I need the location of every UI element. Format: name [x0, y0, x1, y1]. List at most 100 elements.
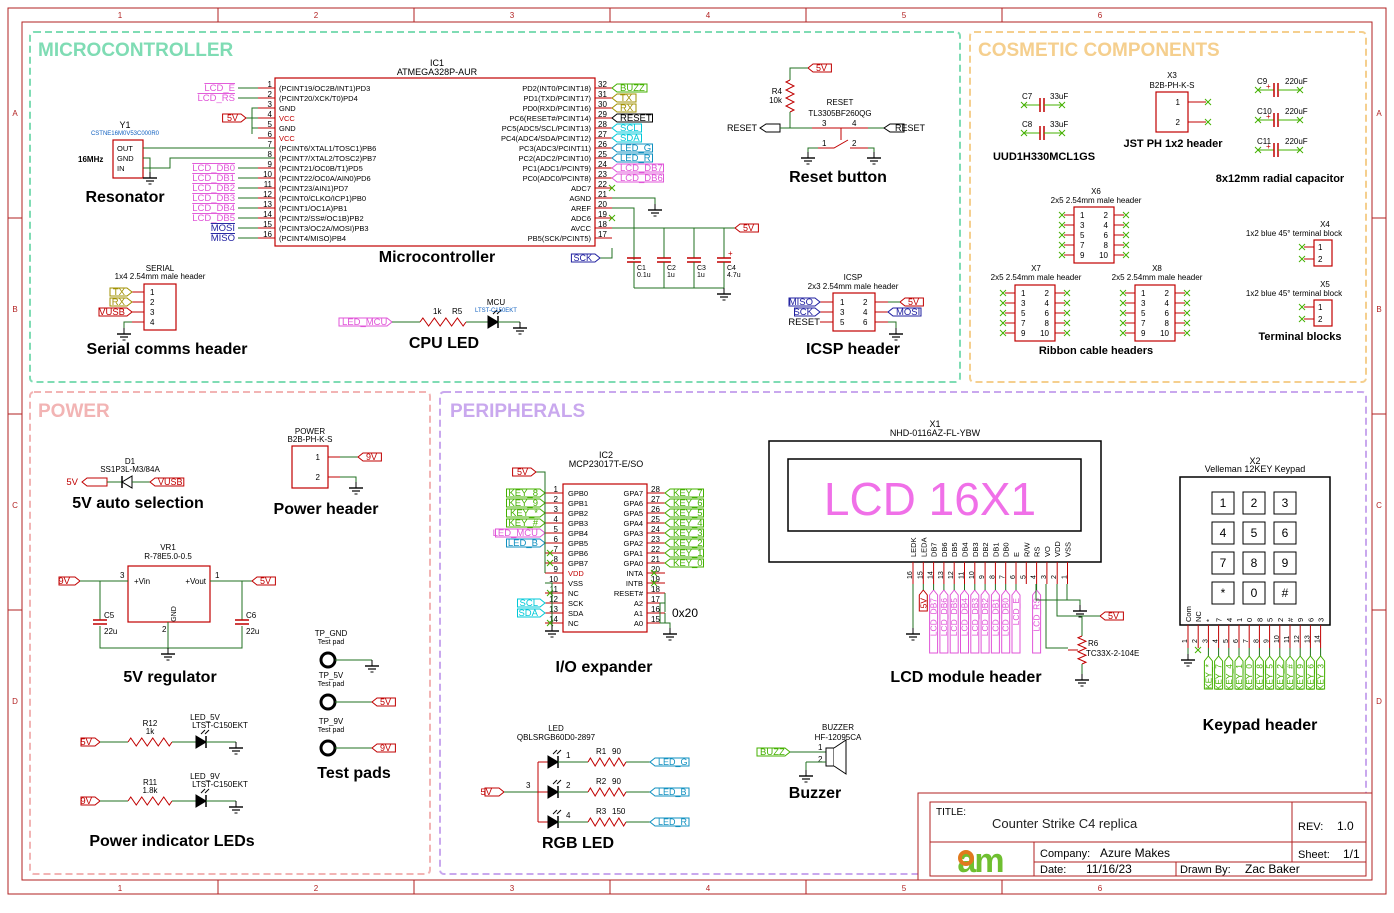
- lcd-pin-number: 6: [1010, 575, 1017, 579]
- icsp-pin-number: 3: [840, 308, 845, 317]
- rgb-r-ref: R3: [596, 807, 607, 816]
- net-flag: [611, 173, 664, 183]
- net-flag-5v: [1099, 611, 1124, 621]
- mcu-led-part: LTST-C150EKT: [475, 308, 517, 314]
- keypad-key-label: 2: [1251, 496, 1258, 510]
- ic1-pin-name: ADC6: [571, 214, 591, 223]
- terminal-pin-number: 2: [1318, 315, 1323, 324]
- net-flag: [1316, 655, 1326, 690]
- net-flag: [98, 307, 133, 317]
- serial-part: 1x4 2.54mm male header: [115, 272, 206, 281]
- no-connect-icon: [1298, 243, 1306, 251]
- serial-pin-number: 1: [150, 288, 155, 297]
- terminal-pin-number: 1: [1318, 303, 1323, 312]
- wire: [1056, 584, 1082, 617]
- r4-value: 10k: [769, 96, 783, 105]
- keypad-pin-name: 4: [1225, 618, 1234, 622]
- r5-ref: R5: [452, 307, 463, 316]
- lcd-pin-number: 7: [1000, 575, 1007, 579]
- net-flag: [960, 589, 969, 654]
- net-flag: [929, 589, 939, 654]
- ic1-pin-number: 31: [598, 90, 607, 99]
- switch-icon: [818, 139, 868, 149]
- net-flag-9V: [371, 743, 396, 753]
- net-flag-5V: [371, 697, 396, 707]
- ic1-pin-number: 10: [263, 170, 272, 179]
- lcd-net-label: LCD_DB5: [949, 598, 959, 637]
- keypad-pin-name: 6: [1306, 618, 1315, 622]
- led-ray-icon: [204, 788, 210, 794]
- tp-part: Test pad: [318, 639, 345, 646]
- no-connect-icon: [608, 184, 616, 192]
- no-connect-icon: [1058, 241, 1066, 249]
- net-flag: [1275, 655, 1285, 690]
- icsp-pin-number: 1: [840, 298, 845, 307]
- test-pad-icon: [319, 693, 337, 711]
- y1-body: [112, 139, 144, 179]
- net-flag: [970, 589, 980, 654]
- ic2-net-label: KEY_5: [673, 508, 703, 519]
- rgb-ref: LED: [548, 724, 564, 733]
- ic1-ref: IC1: [430, 58, 444, 68]
- keypad-pin-name: 3: [1317, 618, 1326, 622]
- no-connect-icon: [546, 549, 554, 557]
- keypad-net-label: KEY_6: [1305, 664, 1315, 691]
- net-label: MISO: [211, 233, 235, 244]
- lcd-header-title: LCD module header: [890, 669, 1041, 686]
- net-flag: [611, 123, 642, 133]
- header-pin-number: 9: [1080, 251, 1085, 260]
- net-label: LCD_DB4: [192, 203, 235, 214]
- lcd-net-label: LCD_DB1: [990, 598, 1000, 637]
- lcd-net-label: LCD_DB4: [960, 598, 970, 637]
- no-connect-icon: [999, 289, 1007, 297]
- net-flag-5v: [251, 576, 276, 586]
- no-connect-icon: [1183, 299, 1191, 307]
- led-ray-icon: [204, 729, 210, 735]
- header-pin-number: 2: [1045, 289, 1050, 298]
- lcd-pin-number: 3: [1041, 575, 1048, 579]
- resistor-icon: [127, 737, 173, 747]
- ic2-vdd-wire: [536, 471, 546, 573]
- lcd-pin-name: E: [1012, 552, 1021, 557]
- regulator-title: 5V regulator: [123, 669, 216, 686]
- net-flag: [1032, 589, 1042, 654]
- ic2-pin-name: GPA5: [624, 509, 643, 518]
- net-label: RESET: [620, 113, 652, 124]
- keypad-key-label: 6: [1282, 526, 1289, 540]
- header-pin-number: 9: [1021, 329, 1026, 338]
- reset-wire: [868, 147, 875, 152]
- net-flag: [1244, 655, 1254, 690]
- header-part: 2x5 2.54mm male header: [1051, 196, 1142, 205]
- net-flag-9V-label: 9V: [380, 743, 391, 753]
- ic2-net-label: KEY_*: [510, 508, 538, 519]
- cap-value: 220uF: [1285, 137, 1308, 146]
- lcd-pin-number: 8: [989, 575, 996, 579]
- keypad-pin-number: 10: [1274, 635, 1281, 643]
- tp-ref: TP_5V: [319, 671, 344, 680]
- net-flag: [109, 297, 133, 307]
- net-flag-vusb-label: VUSB: [158, 477, 183, 487]
- no-connect-icon: [1020, 101, 1028, 109]
- keypad-key: [1273, 491, 1297, 515]
- cap-ref: C9: [1257, 77, 1268, 86]
- keypad-key-label: 4: [1220, 526, 1227, 540]
- x3-part: B2B-PH-K-S: [1150, 81, 1195, 90]
- keypad-key-label: 7: [1220, 556, 1227, 570]
- lcd-net-label: 5V: [918, 598, 928, 609]
- header-pin-number: 10: [1099, 251, 1108, 260]
- no-connect-icon: [1058, 211, 1066, 219]
- net-flag: [664, 498, 704, 508]
- header-pin-number: 4: [1165, 299, 1170, 308]
- led-part: LTST-C150EKT: [192, 721, 248, 730]
- icsp-pin-number: 6: [863, 318, 868, 327]
- net-flag-vusb: [149, 477, 185, 487]
- power-hdr-ref: POWER: [295, 427, 325, 436]
- ic2-pin-number: 17: [651, 595, 660, 604]
- test-pads-title: Test pads: [317, 765, 391, 782]
- lcd-pin-name: DB3: [971, 542, 980, 557]
- ic2-net-label: KEY_8: [508, 488, 538, 499]
- net-flag: [611, 133, 642, 143]
- no-connect-icon: [999, 319, 1007, 327]
- cap-ref: C4: [727, 265, 736, 272]
